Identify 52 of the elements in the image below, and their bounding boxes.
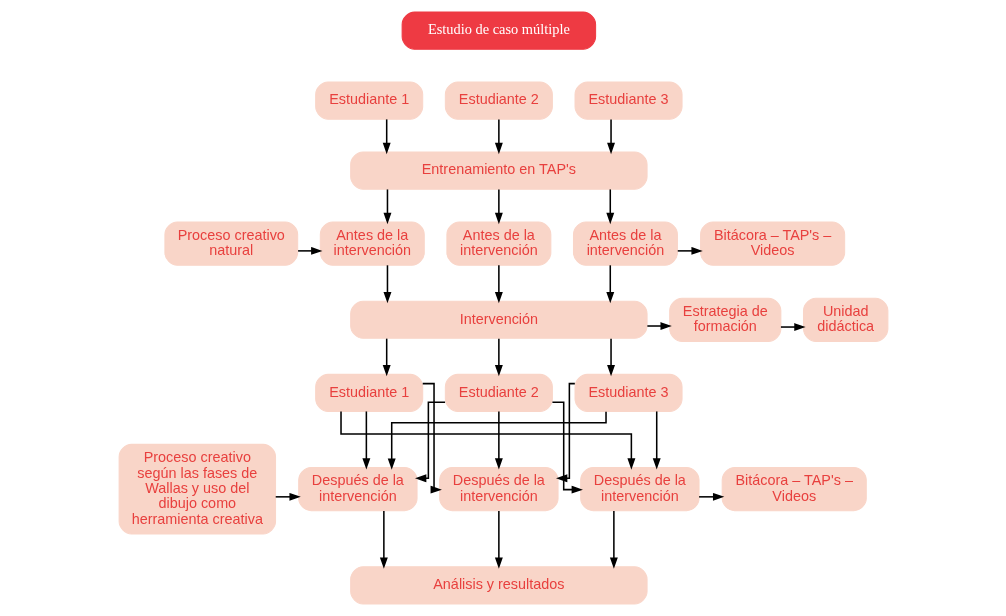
arrow <box>414 401 446 483</box>
node-box: Estudiante 3 <box>574 373 683 412</box>
arrow <box>652 410 661 470</box>
node-box: Estudiante 3 <box>574 81 683 120</box>
arrow <box>361 410 370 470</box>
arrow <box>555 382 576 483</box>
node-box: Estudiante 1 <box>314 81 423 120</box>
arrow <box>779 323 806 331</box>
node-box: Antes de la intervención <box>445 221 551 266</box>
arrow <box>383 264 391 304</box>
arrow <box>383 188 391 225</box>
arrow <box>421 382 442 494</box>
node-box: Entrenamiento en TAP's <box>349 151 648 190</box>
arrow <box>494 264 503 304</box>
node-box: Estudiante 1 <box>314 373 423 412</box>
arrow <box>382 118 391 155</box>
node-box: Estudiante 2 <box>444 373 553 412</box>
arrow <box>387 410 607 470</box>
arrow <box>339 410 635 470</box>
node-box: Antes de la intervención <box>572 221 678 266</box>
arrow <box>609 510 618 569</box>
arrow <box>697 492 724 501</box>
arrow <box>379 510 388 569</box>
arrow <box>494 118 503 155</box>
node-box: Después de la intervención <box>438 467 559 512</box>
arrow <box>494 510 503 569</box>
node-box: Estudio de caso múltiple <box>401 11 596 50</box>
arrow <box>494 410 503 470</box>
node-box: Estudiante 2 <box>444 81 553 120</box>
node-box: Después de la intervención <box>579 467 700 512</box>
node-box: Bitácora – TAP's – Videos <box>699 221 845 266</box>
node-box: Después de la intervención <box>297 467 418 512</box>
arrow <box>606 118 615 155</box>
arrow <box>606 337 615 377</box>
node-box: Proceso creativo según las fases de Wallas y uso del dibujo como herramienta creativa <box>118 443 276 535</box>
arrow <box>646 322 672 330</box>
arrow <box>605 188 614 225</box>
node-box: Unidad didáctica <box>802 297 888 342</box>
arrow <box>551 401 583 494</box>
arrow <box>296 246 322 255</box>
node-box: Estrategia de formación <box>668 297 781 342</box>
arrow <box>676 246 703 255</box>
arrow <box>605 264 614 304</box>
arrow <box>274 492 301 501</box>
node-box: Intervención <box>349 300 648 339</box>
node-box: Proceso creativo natural <box>163 221 298 266</box>
arrow <box>494 188 503 225</box>
node-box: Antes de la intervención <box>319 221 425 266</box>
arrow <box>382 337 391 377</box>
arrow <box>494 337 503 377</box>
node-box: Análisis y resultados <box>349 566 648 605</box>
node-box: Bitácora – TAP's – Videos <box>721 467 867 512</box>
